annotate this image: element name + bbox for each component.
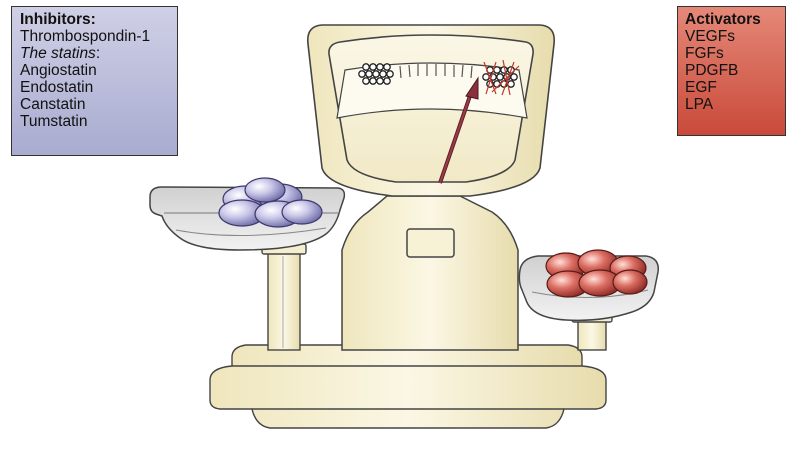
- inhibitor-item: Tumstatin: [20, 113, 88, 130]
- statins-label-text: The statins: [20, 45, 96, 62]
- activator-ball: [612, 269, 648, 295]
- activator-balls: [545, 249, 648, 298]
- gauge-ticks: [399, 64, 473, 79]
- scale-head: [306, 24, 556, 197]
- scale-column: [341, 195, 519, 351]
- activator-cluster-icon: [482, 59, 520, 96]
- activator-item: PDGFB: [685, 62, 739, 79]
- gauge-needle: [438, 76, 479, 184]
- activator-item: EGF: [685, 79, 717, 96]
- scale-base: [209, 344, 607, 429]
- activator-item: LPA: [685, 96, 714, 113]
- activators-title: Activators: [685, 11, 761, 28]
- inhibitor-item: Angiostatin: [20, 62, 97, 79]
- activator-item: FGFs: [685, 45, 724, 62]
- statins-colon: :: [95, 45, 101, 62]
- inhibitors-panel: Inhibitors: Thrombospondin-1 The statins…: [11, 6, 178, 156]
- statins-label: The statins:: [20, 45, 177, 62]
- inhibitor-ball: [244, 177, 286, 203]
- inhibitor-item: Canstatin: [20, 96, 86, 113]
- inhibitor-ball: [281, 199, 323, 225]
- activators-panel: Activators VEGFs FGFs PDGFB EGF LPA: [677, 6, 786, 136]
- activator-item: VEGFs: [685, 28, 735, 45]
- inhibitor-cluster-icon: [358, 63, 394, 85]
- inhibitor-item: Thrombospondin-1: [20, 28, 151, 45]
- left-post: [261, 243, 307, 351]
- inhibitors-title: Inhibitors:: [20, 11, 96, 28]
- inhibitor-balls: [218, 177, 323, 228]
- inhibitor-item: Endostatin: [20, 79, 94, 96]
